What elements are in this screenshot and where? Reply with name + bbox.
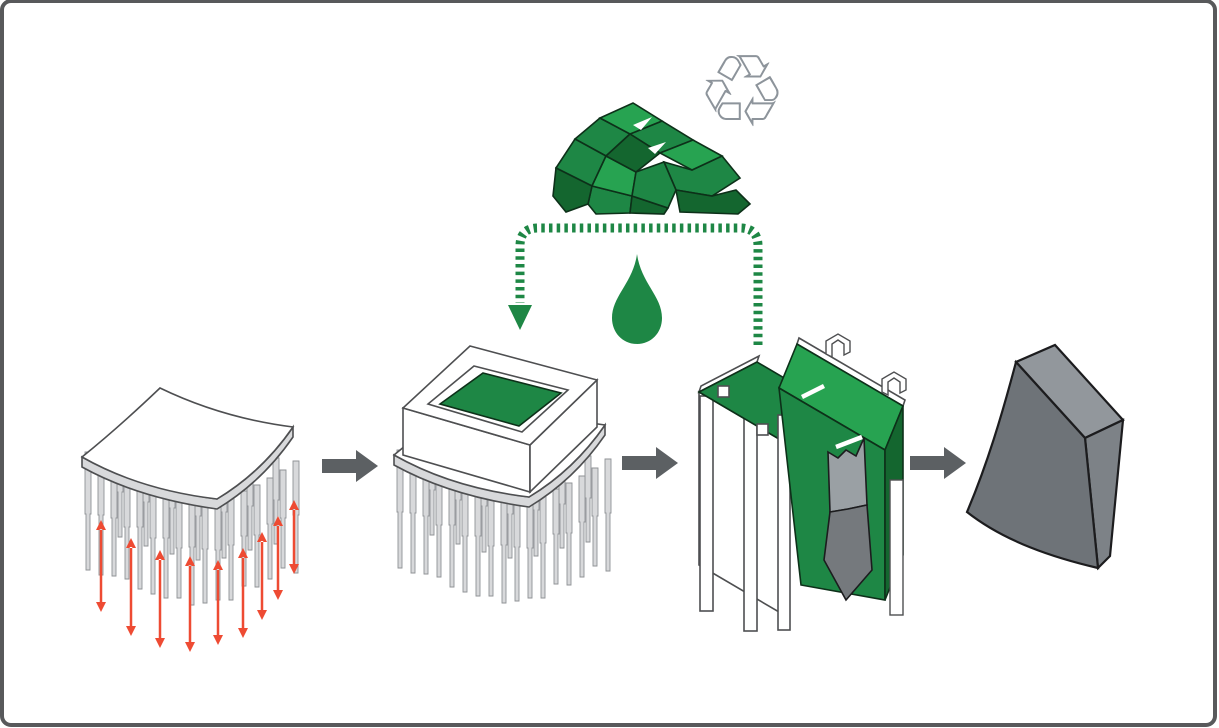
chunk — [604, 132, 662, 173]
cast-pour — [823, 437, 873, 602]
double-arrow-icon — [289, 500, 299, 574]
pin — [136, 478, 144, 590]
chunk — [675, 189, 752, 215]
recycle-flow-path — [508, 223, 763, 345]
frame-post — [889, 479, 904, 616]
clamp-bracket — [825, 333, 851, 359]
shell-top-surface — [80, 387, 295, 500]
stage-arrow-icon — [622, 447, 678, 479]
stage-arrow-icon — [910, 447, 966, 479]
cast-pour-lower — [823, 504, 873, 602]
pin — [149, 485, 157, 595]
pin-bed — [84, 451, 300, 606]
cast-material-surface — [438, 372, 563, 427]
frame-post — [743, 415, 758, 632]
double-arrow-icon — [273, 516, 283, 600]
recycled-chunks-pile — [552, 102, 752, 215]
chunk-glint — [633, 117, 652, 130]
double-arrow-icon — [257, 532, 267, 620]
recycle-icon: ♲ — [697, 33, 787, 150]
pin — [279, 469, 287, 569]
pin — [162, 491, 170, 599]
frame-posts-left — [697, 354, 780, 632]
mold-ticks — [800, 383, 863, 450]
double-arrow-icon — [96, 520, 106, 612]
post-head — [756, 423, 769, 436]
frame-post — [699, 395, 714, 612]
stage-3-vertical-mold — [697, 333, 907, 632]
post-head — [717, 385, 730, 398]
mold-box — [401, 345, 599, 494]
stage-4-finished-panel — [965, 343, 1125, 571]
droplet-icon — [612, 254, 662, 344]
stage-2-casting-mold — [393, 345, 612, 604]
stage-arrow-icon — [322, 450, 378, 482]
tick-mark — [835, 434, 863, 450]
double-arrow-icon — [126, 538, 136, 636]
tick-mark — [800, 383, 826, 400]
pin — [201, 498, 209, 604]
flow-arrowhead-icon — [508, 305, 532, 330]
curved-shell — [80, 387, 295, 510]
double-arrow-icon — [213, 560, 223, 645]
chunk — [631, 160, 677, 209]
pin — [214, 503, 222, 601]
clamps — [825, 333, 907, 616]
pin — [123, 471, 131, 580]
double-arrow-icon — [185, 556, 195, 652]
pin — [175, 497, 183, 599]
chunk-glint — [648, 142, 666, 154]
stage-arrows — [322, 447, 966, 482]
double-arrow-icon — [155, 550, 165, 648]
stage-1-pin-mold — [80, 387, 300, 652]
pin — [253, 484, 261, 588]
double-arrow-icon — [238, 548, 248, 638]
mold-box-inner-rim — [426, 365, 570, 433]
pin-adjust-arrows — [96, 500, 299, 652]
chunk — [658, 139, 724, 171]
clamp-bracket — [881, 371, 907, 397]
chunk — [552, 166, 593, 213]
panel-front-face — [965, 359, 1100, 570]
pin — [227, 496, 235, 601]
chunk — [598, 102, 664, 135]
pin — [266, 477, 274, 580]
